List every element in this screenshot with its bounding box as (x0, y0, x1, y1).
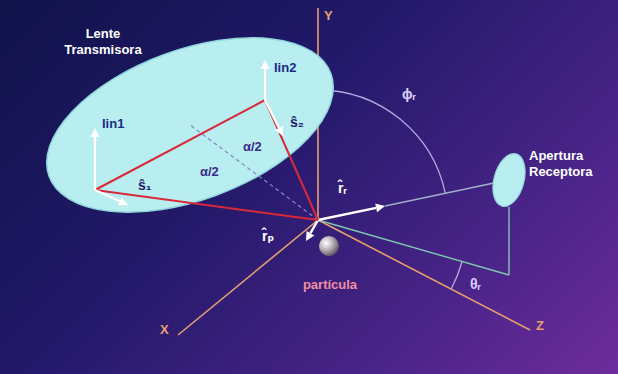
aperture-ellipse (488, 150, 531, 210)
angle-label: θᵣ (470, 276, 481, 292)
phi-arc (318, 90, 445, 193)
node-label: Lente Transmisora (58, 26, 148, 58)
theta-arc (451, 262, 462, 290)
receiver-aperture-shape (492, 150, 526, 210)
z-axis (318, 220, 530, 330)
receiver-aperture: Apertura Receptora (492, 150, 526, 210)
node-label: Apertura Receptora (529, 148, 609, 180)
direction-label: ŝ₁ (138, 177, 152, 193)
projection-drop (508, 207, 509, 275)
projection-line (318, 220, 509, 275)
axis-label: Z (536, 318, 544, 334)
angle-label: α/2 (243, 139, 262, 155)
node-label: partícula (295, 277, 365, 293)
lens-ellipse (23, 3, 356, 247)
unit-vectors (306, 203, 385, 241)
p-unit-vector (306, 220, 318, 241)
axis-label: X (160, 322, 169, 338)
r-unit-vector (318, 203, 385, 220)
particle: partícula (295, 235, 365, 297)
aperture-lines (95, 100, 318, 220)
vector-label: r̂ₚ (262, 228, 274, 244)
intensity-arrow (261, 60, 270, 100)
x-axis (178, 220, 318, 335)
intensity-label: Iin1 (102, 116, 124, 132)
receiver-direction (385, 183, 494, 206)
intensity-arrow (91, 128, 100, 190)
direction-arrow (265, 100, 283, 136)
intensity-label: Iin2 (274, 60, 296, 76)
particle-sphere (319, 236, 339, 256)
angle-label: α/2 (200, 164, 219, 180)
direction-label: ŝ₂ (290, 114, 304, 130)
direction-arrow (95, 190, 128, 205)
vector-label: r̂ᵣ (338, 180, 347, 196)
angle-label: ϕᵣ (402, 86, 416, 102)
axis-label: Y (324, 8, 333, 24)
